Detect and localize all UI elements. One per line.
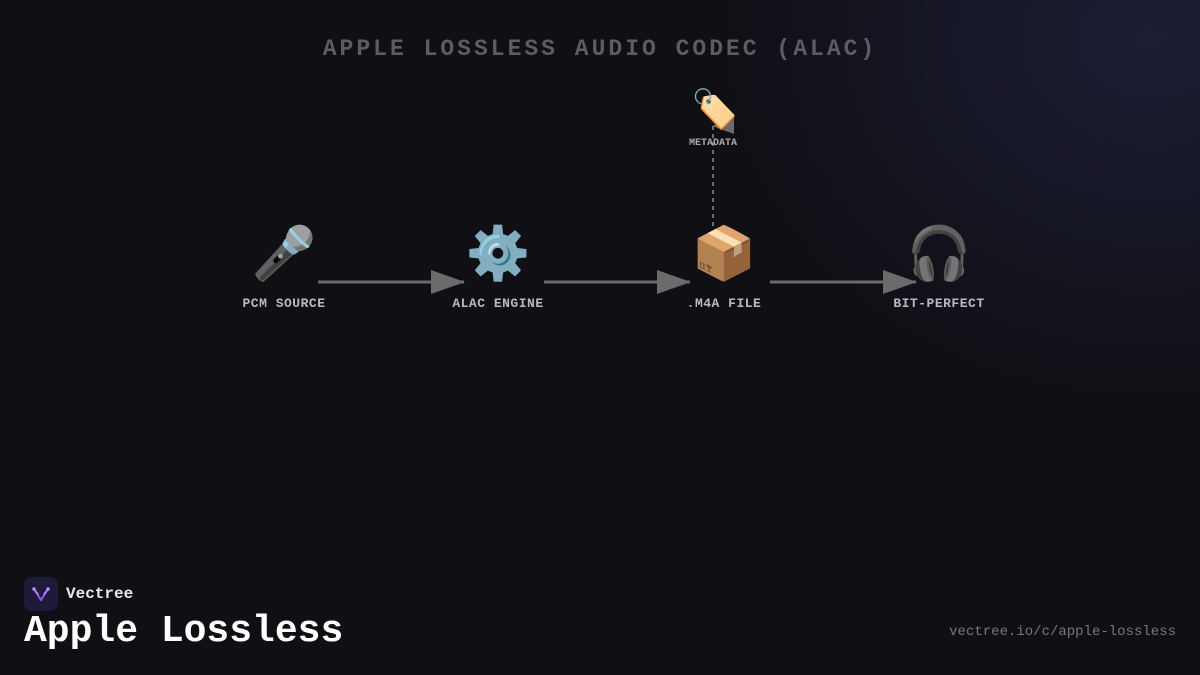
node-m4a-file-label: .M4A FILE — [686, 296, 762, 311]
node-bit-perfect-label: BIT-PERFECT — [893, 296, 985, 311]
node-metadata-label: METADATA — [688, 138, 737, 149]
tag-icon: 🏷️ — [691, 87, 739, 131]
microphone-icon: 🎤 — [251, 224, 317, 284]
brand[interactable]: Vectree — [24, 577, 133, 611]
node-pcm-source: 🎤 PCM SOURCE — [204, 224, 364, 311]
node-metadata: 🏷️ METADATA — [653, 86, 773, 149]
headphones-icon: 🎧 — [906, 224, 972, 284]
vectree-logo-icon — [24, 577, 58, 611]
node-alac-engine-label: ALAC ENGINE — [452, 296, 544, 311]
diagram-title: APPLE LOSSLESS AUDIO CODEC (ALAC) — [322, 36, 878, 62]
node-bit-perfect: 🎧 BIT-PERFECT — [859, 224, 1019, 311]
node-m4a-file: 📦 .M4A FILE — [644, 224, 804, 311]
node-alac-engine: ⚙️ ALAC ENGINE — [418, 224, 578, 311]
package-icon: 📦 — [691, 224, 757, 284]
page-heading: Apple Lossless — [24, 610, 344, 653]
gear-icon: ⚙️ — [465, 224, 531, 284]
source-url-link[interactable]: vectree.io/c/apple-lossless — [949, 624, 1176, 640]
node-pcm-source-label: PCM SOURCE — [242, 296, 326, 311]
brand-name: Vectree — [66, 585, 134, 603]
